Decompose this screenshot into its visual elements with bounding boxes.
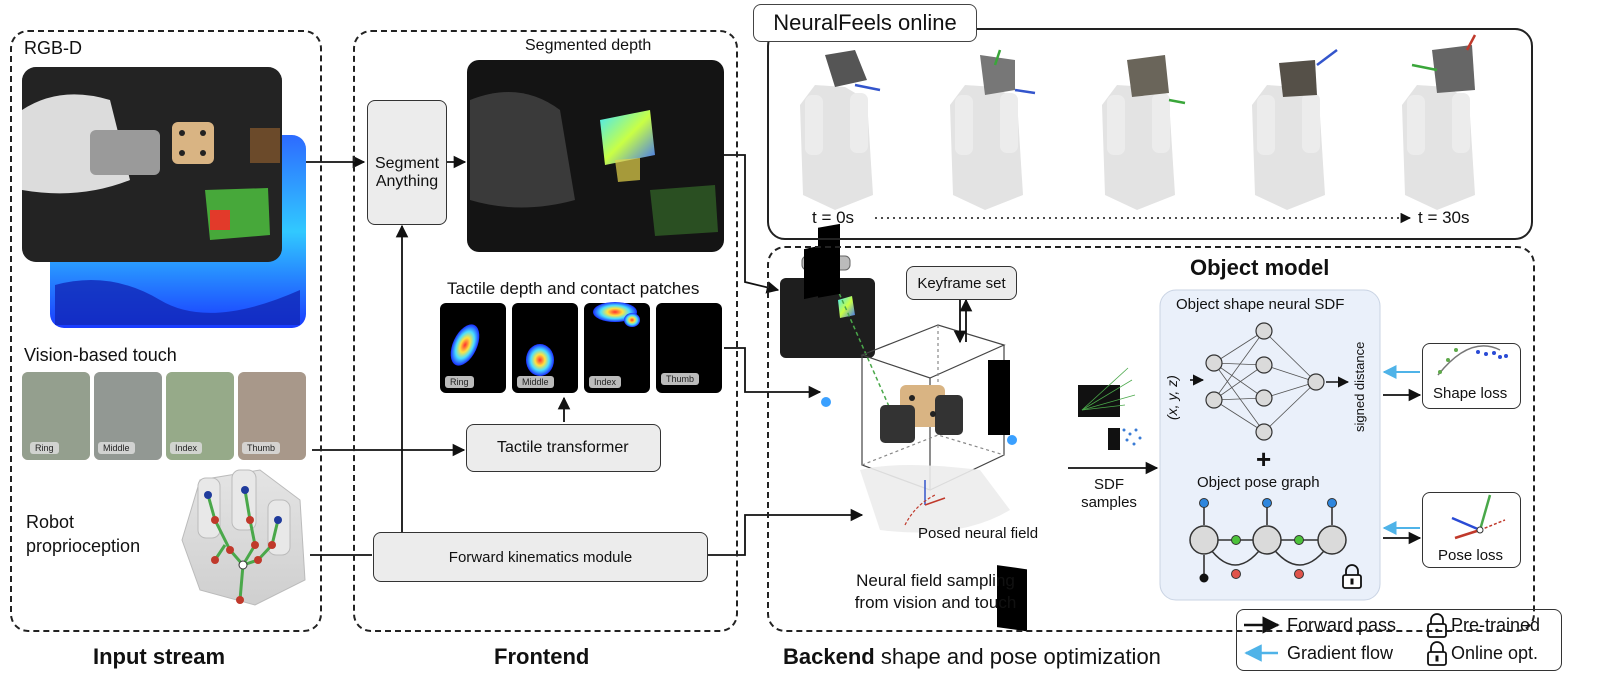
input-stream-title: Input stream bbox=[93, 644, 226, 669]
proprio-label-2: proprioception bbox=[26, 536, 141, 556]
shape-sdf-title: Object shape neural SDF bbox=[1176, 296, 1345, 313]
posed-neural-field-label: Posed neural field bbox=[918, 525, 1039, 542]
legend-forward-pass: Forward pass bbox=[1287, 615, 1397, 635]
lock-icon bbox=[1342, 564, 1362, 589]
segment-anything-box: Segment Anything bbox=[367, 100, 447, 225]
touch-label: Vision-based touch bbox=[24, 345, 177, 365]
pose-graph-title: Object pose graph bbox=[1197, 474, 1320, 491]
tactile-transformer-label: Tactile transformer bbox=[497, 439, 629, 456]
sampling-caption-line2: from vision and touch bbox=[854, 593, 1017, 612]
pose-graph bbox=[1189, 498, 1347, 583]
legend-online-opt: Online opt. bbox=[1451, 643, 1539, 663]
input-stream-panel bbox=[10, 30, 322, 632]
online-opt-lock-icon bbox=[1427, 641, 1447, 666]
touch-tiles bbox=[22, 372, 306, 460]
object-model-title: Object model bbox=[1190, 255, 1330, 280]
backend-title-rest: shape and pose optimization bbox=[874, 644, 1161, 669]
forward-arrows bbox=[306, 154, 1422, 556]
forward-kinematics-label: Forward kinematics module bbox=[448, 548, 633, 566]
segmented-depth-label: Segmented depth bbox=[525, 37, 652, 54]
signed-distance-label: signed distance bbox=[1352, 341, 1367, 432]
forward-kinematics-box: Forward kinematics module bbox=[373, 532, 708, 582]
t-end-label: t = 30s bbox=[1418, 208, 1470, 227]
frontend-panel bbox=[353, 30, 738, 632]
online-title-box: NeuralFeels online bbox=[753, 4, 977, 42]
t-start-label: t = 0s bbox=[812, 208, 855, 227]
tactile-patches-label: Tactile depth and contact patches bbox=[447, 279, 700, 298]
online-hand-frames bbox=[800, 34, 1477, 210]
plus-sign: + bbox=[1256, 444, 1272, 474]
legend-gradient-flow: Gradient flow bbox=[1287, 643, 1394, 663]
touch-chip-index: Index bbox=[170, 442, 203, 454]
frontend-title: Frontend bbox=[494, 644, 590, 669]
shape-loss-plot bbox=[1437, 345, 1508, 376]
gradient-arrows bbox=[1382, 365, 1420, 535]
patch-chip-ring: Ring bbox=[445, 376, 474, 388]
keyframe-set-label: Keyframe set bbox=[917, 274, 1006, 292]
pose-loss-box bbox=[1422, 492, 1521, 568]
neural-network bbox=[1205, 322, 1325, 441]
backend-panel bbox=[767, 246, 1535, 632]
sampling-caption-line1: Neural field sampling bbox=[856, 571, 1015, 590]
robot-hand-image bbox=[181, 469, 306, 606]
input-coords-label: (x, y, z) bbox=[1164, 375, 1180, 420]
sdf-samples-caption: SDF samples bbox=[1078, 476, 1140, 512]
pose-loss-label: Pose loss bbox=[1438, 547, 1504, 564]
backend-title: Backend shape and pose optimization bbox=[783, 644, 1161, 670]
shape-loss-label: Shape loss bbox=[1433, 385, 1508, 402]
legend-box bbox=[1236, 609, 1562, 671]
touch-chip-ring: Ring bbox=[30, 442, 59, 454]
shape-loss-box bbox=[1422, 343, 1521, 409]
rgbd-label: RGB-D bbox=[24, 38, 82, 58]
touch-chip-middle: Middle bbox=[98, 442, 135, 454]
patch-chip-middle: Middle bbox=[517, 376, 554, 388]
online-title: NeuralFeels online bbox=[773, 10, 957, 35]
backend-title-bold: Backend bbox=[783, 644, 875, 669]
keyframe-set-box: Keyframe set bbox=[906, 266, 1017, 300]
sdf-samples-line1: SDF bbox=[1094, 476, 1124, 493]
sampling-caption: Neural field sampling from vision and to… bbox=[818, 570, 1053, 614]
sdf-samples-line2: samples bbox=[1081, 494, 1137, 511]
sdf-samples-image bbox=[1078, 367, 1142, 450]
tactile-transformer-box: Tactile transformer bbox=[466, 424, 661, 472]
segment-anything-line2: Anything bbox=[375, 172, 439, 190]
segment-anything-line1: Segment bbox=[374, 154, 440, 172]
touch-chip-thumb: Thumb bbox=[242, 442, 281, 454]
proprio-label-1: Robot bbox=[26, 512, 75, 532]
online-panel bbox=[767, 28, 1533, 240]
patch-chip-index: Index bbox=[589, 376, 622, 388]
legend-pretrained: Pre-trained bbox=[1451, 615, 1541, 635]
tactile-patches bbox=[440, 302, 722, 393]
pose-loss-plot bbox=[1451, 494, 1506, 540]
patch-chip-thumb: Thumb bbox=[661, 373, 700, 385]
